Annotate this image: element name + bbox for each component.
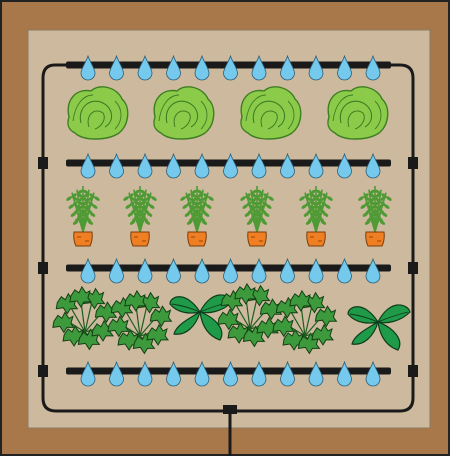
lettuce-icon (328, 87, 388, 139)
pipe-tee-right (408, 365, 418, 377)
supply-connector (223, 405, 237, 414)
lettuce-icon (68, 87, 128, 139)
lettuce-icon (154, 87, 214, 139)
pipe-tee-left (38, 157, 48, 169)
pipe-tee-right (408, 157, 418, 169)
lettuce-icon (241, 87, 301, 139)
pipe-tee-left (38, 262, 48, 274)
pipe-tee-right (408, 262, 418, 274)
pipe-tee-left (38, 365, 48, 377)
